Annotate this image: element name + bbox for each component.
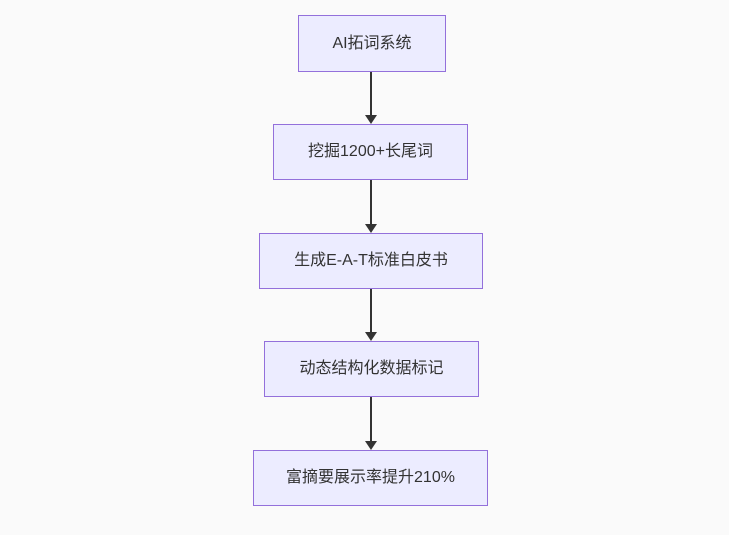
node-eat-whitepaper-generation: 生成E-A-T标准白皮书 bbox=[259, 233, 483, 289]
node-longtail-keyword-mining: 挖掘1200+长尾词 bbox=[273, 124, 468, 180]
flow-arrow-4 bbox=[365, 397, 377, 450]
arrow-line bbox=[370, 180, 372, 224]
arrow-head-icon bbox=[365, 441, 377, 450]
node-dynamic-structured-data-markup: 动态结构化数据标记 bbox=[264, 341, 479, 397]
arrow-head-icon bbox=[365, 332, 377, 341]
arrow-head-icon bbox=[365, 115, 377, 124]
flow-arrow-2 bbox=[365, 180, 377, 233]
arrow-line bbox=[370, 289, 372, 332]
node-ai-word-expansion-system: AI拓词系统 bbox=[298, 15, 446, 72]
node-label: 生成E-A-T标准白皮书 bbox=[294, 252, 448, 270]
node-label: 挖掘1200+长尾词 bbox=[308, 143, 433, 161]
arrow-line bbox=[370, 397, 372, 441]
flow-arrow-1 bbox=[365, 72, 377, 124]
arrow-line bbox=[370, 72, 372, 115]
flow-arrow-3 bbox=[365, 289, 377, 341]
node-rich-snippet-rate-result: 富摘要展示率提升210% bbox=[253, 450, 488, 506]
node-label: AI拓词系统 bbox=[332, 34, 412, 52]
node-label: 动态结构化数据标记 bbox=[299, 360, 444, 378]
arrow-head-icon bbox=[365, 224, 377, 233]
node-label: 富摘要展示率提升210% bbox=[286, 469, 455, 487]
